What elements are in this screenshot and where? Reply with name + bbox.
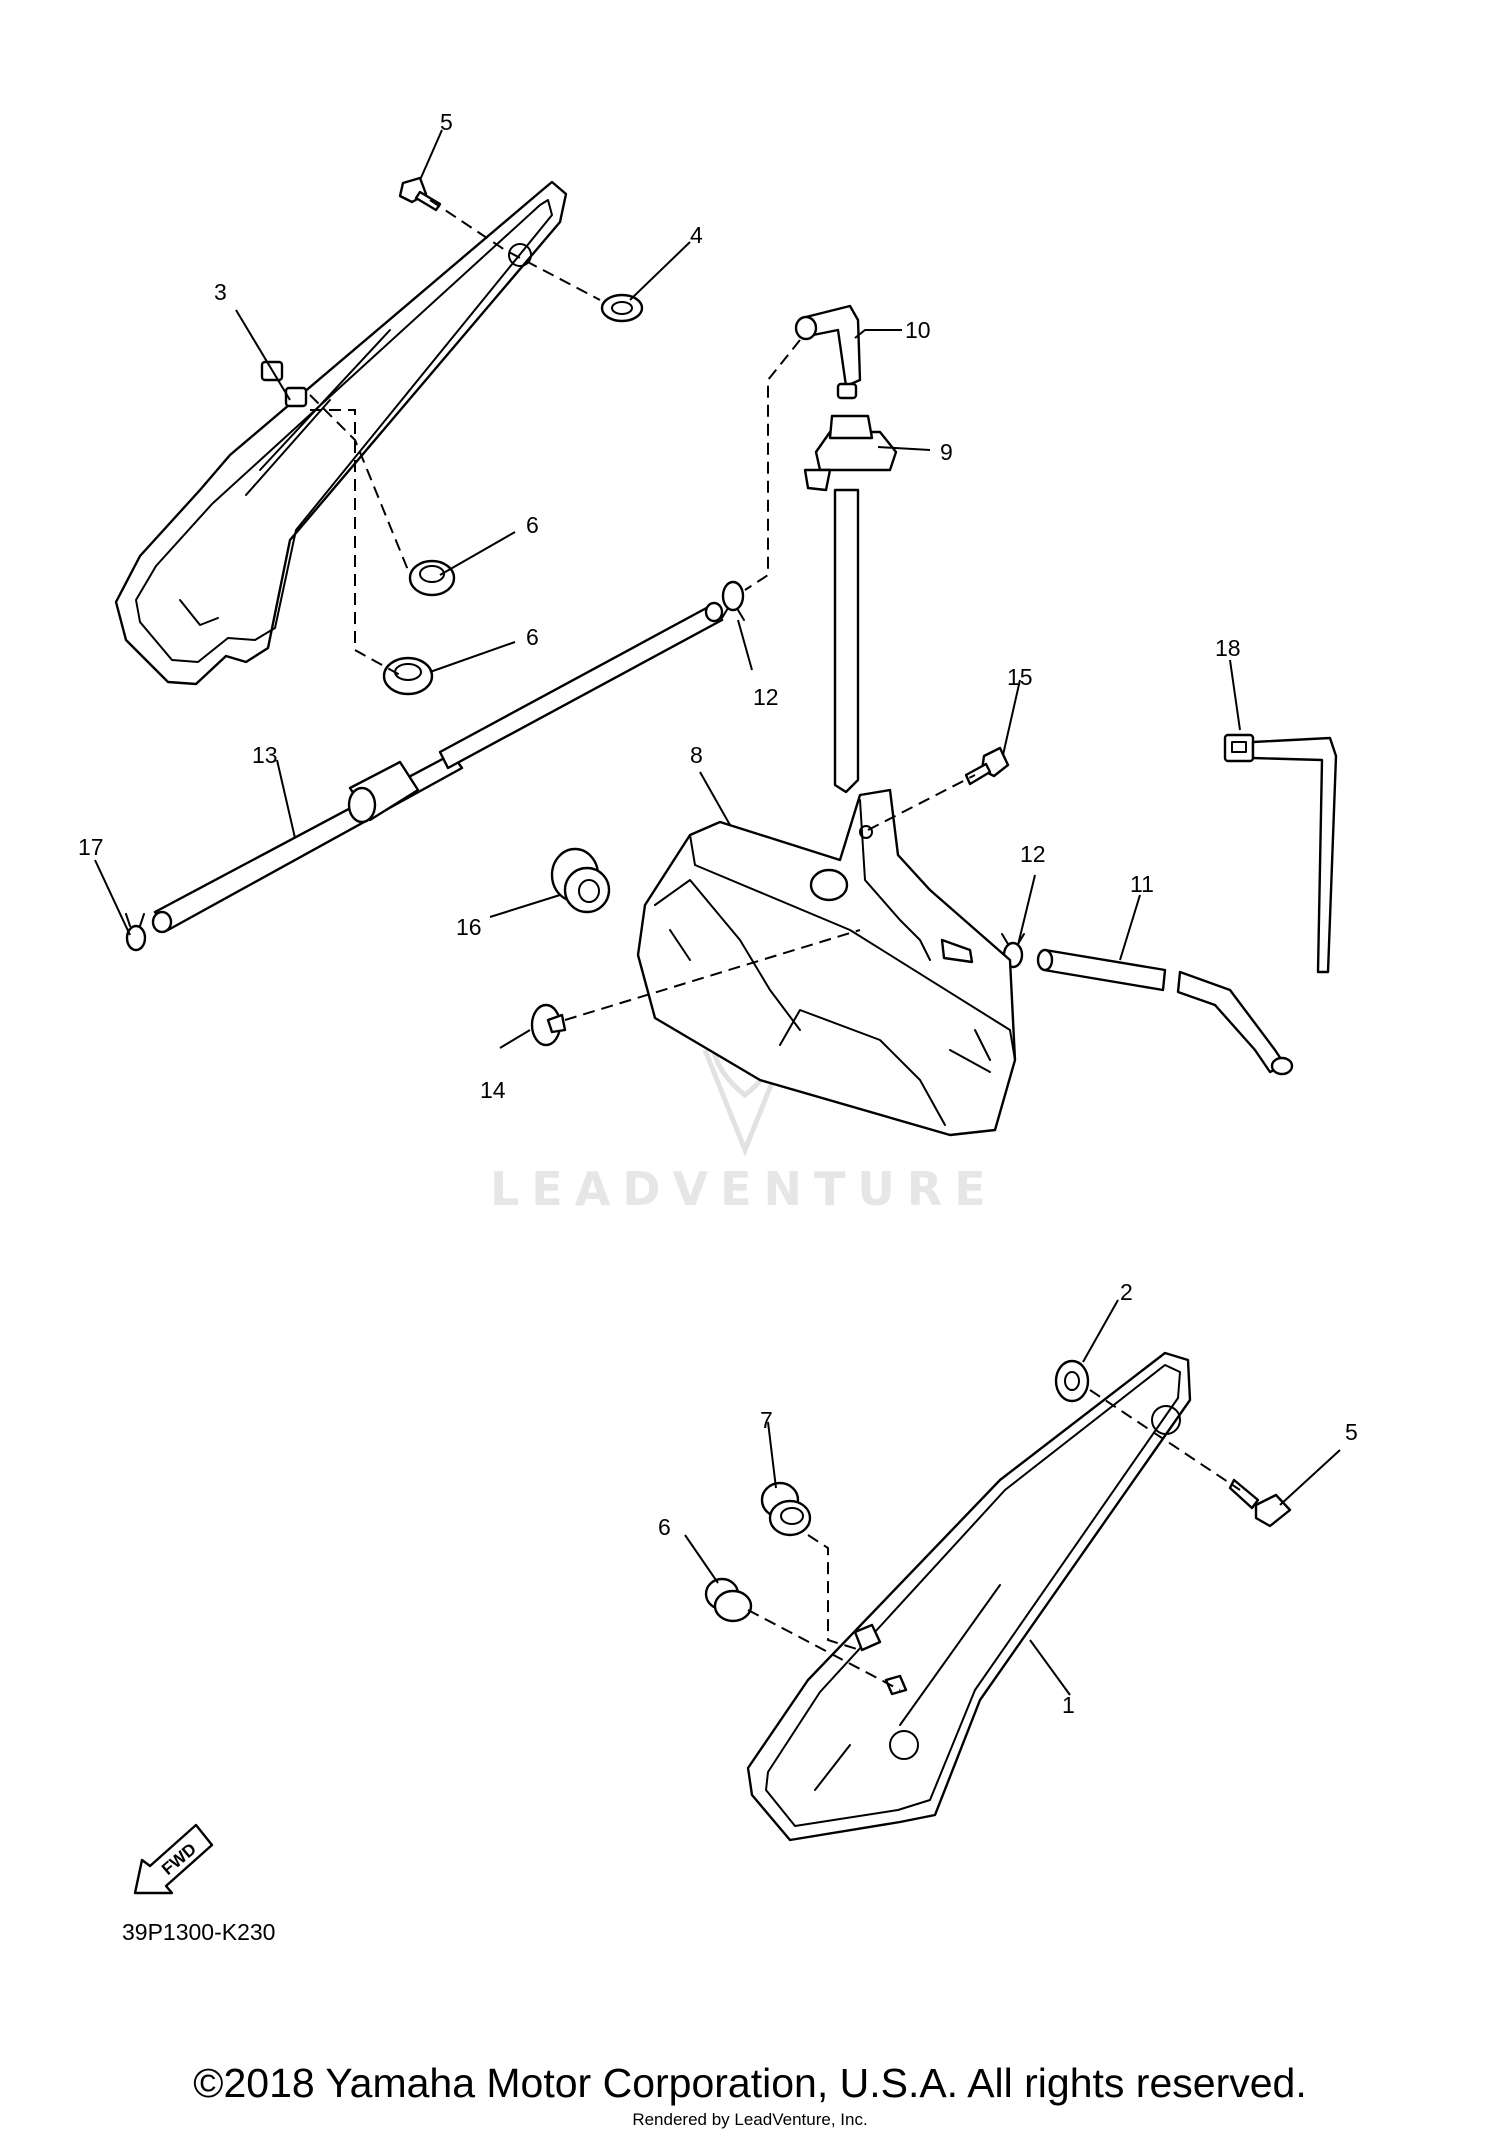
callout-12-upper: 12 (753, 684, 779, 710)
tank-bolt[interactable] (964, 746, 1010, 786)
collar-lower[interactable] (1054, 1359, 1090, 1403)
hose-clamp-left[interactable] (125, 913, 147, 952)
callout-6-upper-a: 6 (526, 512, 539, 538)
hose-clamp-upper[interactable] (721, 580, 745, 621)
callout-6-lower: 6 (658, 1514, 671, 1540)
grommet-lower-b[interactable] (704, 1577, 753, 1623)
breather-hose[interactable] (1036, 948, 1294, 1076)
callout-6-upper-b: 6 (526, 624, 539, 650)
callout-4: 4 (690, 222, 703, 248)
callouts: 5 4 3 10 9 6 6 12 15 18 8 13 17 12 11 16… (78, 109, 1358, 1718)
callout-10: 10 (905, 317, 931, 343)
callout-7: 7 (760, 1407, 773, 1433)
callout-13: 13 (252, 742, 278, 768)
collar-upper[interactable] (600, 293, 644, 323)
callout-11: 11 (1130, 871, 1154, 897)
level-sensor-lead[interactable] (1223, 733, 1338, 974)
watermark-text: LEADVENTURE (490, 1162, 998, 1216)
grommet-upper-a[interactable] (408, 559, 456, 597)
copyright-notice: ©2018 Yamaha Motor Corporation, U.S.A. A… (193, 2060, 1307, 2106)
tank-grommet[interactable] (550, 847, 611, 914)
grommet-lower-a[interactable] (760, 1481, 812, 1537)
oil-hose[interactable] (151, 601, 724, 934)
diagram-code: 39P1300-K230 (122, 1919, 275, 1945)
callout-5-lower: 5 (1345, 1419, 1358, 1445)
grommet-upper-b[interactable] (382, 656, 434, 696)
callout-2: 2 (1120, 1279, 1133, 1305)
watermark-logo: LEADVENTURE (490, 951, 998, 1216)
callout-8: 8 (690, 742, 703, 768)
damper[interactable] (530, 1003, 567, 1047)
side-cover-upper[interactable] (114, 180, 568, 686)
fwd-arrow-icon: FWD (133, 1823, 214, 1895)
callout-18: 18 (1215, 635, 1241, 661)
callout-1: 1 (1062, 1692, 1075, 1718)
callout-3: 3 (214, 279, 227, 305)
oil-tank[interactable] (636, 788, 1017, 1137)
callout-16: 16 (456, 914, 482, 940)
callout-5-upper: 5 (440, 109, 453, 135)
callout-17: 17 (78, 834, 104, 860)
rendered-by-credit: Rendered by LeadVenture, Inc. (632, 2110, 868, 2129)
elbow-fitting[interactable] (794, 304, 862, 400)
callout-15: 15 (1007, 664, 1033, 690)
callout-14: 14 (480, 1077, 506, 1103)
bolt-upper[interactable] (398, 176, 442, 212)
side-cover-lower[interactable] (746, 1351, 1192, 1842)
callout-12-lower: 12 (1020, 841, 1046, 867)
callout-9: 9 (940, 439, 953, 465)
leader-lines (94, 129, 1341, 1696)
oil-tank-cap[interactable] (803, 414, 898, 794)
